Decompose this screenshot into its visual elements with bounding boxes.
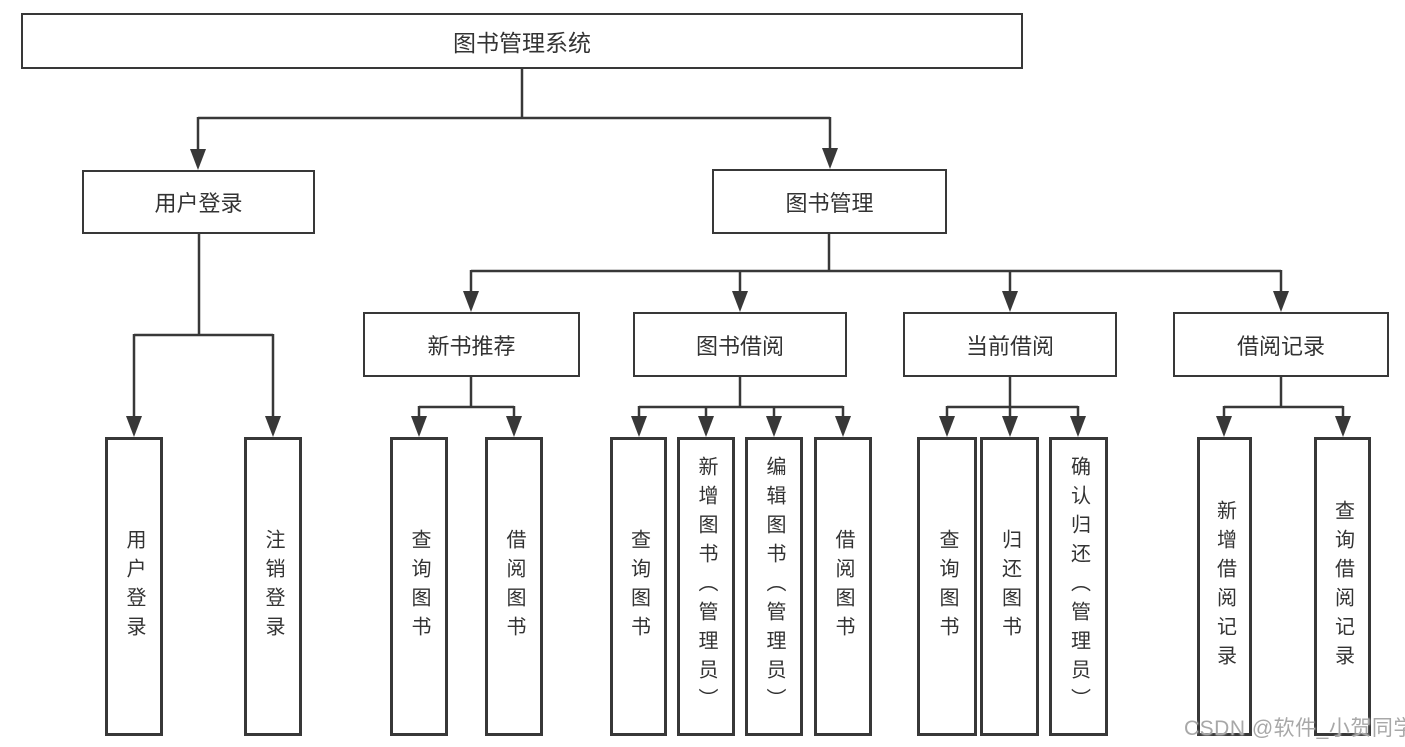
leaf-query-books-recommend: 查询图书 xyxy=(390,437,448,736)
leaf-borrow-books: 借阅图书 xyxy=(814,437,872,736)
leaf-borrow-books-recommend: 借阅图书 xyxy=(485,437,543,736)
leaf-query-books-borrowing: 查询图书 xyxy=(610,437,667,736)
leaf-query-books-current: 查询图书 xyxy=(917,437,977,736)
node-new-book-recommend: 新书推荐 xyxy=(363,312,580,377)
leaf-logout: 注销登录 xyxy=(244,437,302,736)
leaf-add-books-admin: 新增图书（管理员） xyxy=(677,437,735,736)
node-borrow-records: 借阅记录 xyxy=(1173,312,1389,377)
leaf-user-login: 用户登录 xyxy=(105,437,163,736)
leaf-query-borrow-record: 查询借阅记录 xyxy=(1314,437,1371,736)
leaf-confirm-return-admin: 确认归还（管理员） xyxy=(1049,437,1108,736)
leaf-edit-books-admin: 编辑图书（管理员） xyxy=(745,437,803,736)
node-book-management: 图书管理 xyxy=(712,169,947,234)
node-current-borrowing: 当前借阅 xyxy=(903,312,1117,377)
node-library-management-system: 图书管理系统 xyxy=(21,13,1023,69)
node-book-borrowing: 图书借阅 xyxy=(633,312,847,377)
csdn-watermark: CSDN @软件_小贺同学 xyxy=(1184,717,1405,740)
node-user-login: 用户登录 xyxy=(82,170,315,234)
leaf-add-borrow-record: 新增借阅记录 xyxy=(1197,437,1252,736)
arrowhead-icons xyxy=(126,148,1351,437)
leaf-return-books: 归还图书 xyxy=(980,437,1039,736)
